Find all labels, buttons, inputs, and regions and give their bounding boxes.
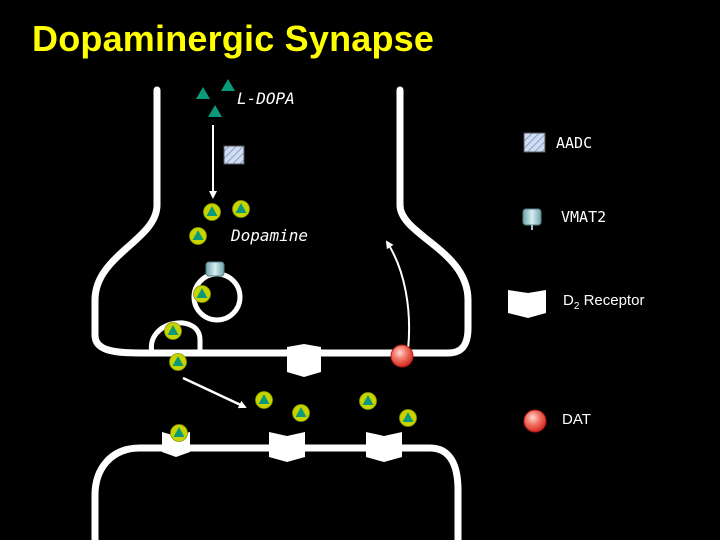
- reuptake-arrow: [385, 240, 411, 351]
- d2-receptor-icon: [287, 344, 321, 377]
- legend-dat-label: DAT: [562, 411, 591, 428]
- dopamine-molecule-icon: [232, 200, 250, 218]
- dopamine-molecule-icon: [203, 203, 221, 221]
- legend-d2-rest: Receptor: [579, 292, 644, 309]
- legend-aadc-label: AADC: [556, 134, 592, 152]
- legend-aadc-icon: [523, 132, 546, 153]
- ldopa-label: L-DOPA: [237, 89, 295, 108]
- dopamine-molecule-icon: [399, 409, 417, 427]
- legend-vmat2-label: VMAT2: [561, 208, 606, 226]
- dat-transporter-icon: [390, 344, 414, 368]
- page-title: Dopaminergic Synapse: [32, 18, 435, 59]
- dopamine-molecule-icon: [292, 404, 310, 422]
- d2-receptor-icon: [366, 432, 402, 462]
- legend-d2-main: D: [563, 292, 574, 309]
- ldopa-molecule-icon: [196, 87, 210, 99]
- release-arrow: [182, 376, 247, 409]
- dopamine-molecule-icon: [169, 353, 187, 371]
- dopamine-molecule-icon: [193, 285, 211, 303]
- dopamine-molecule-icon: [189, 227, 207, 245]
- ldopa-molecule-icon: [221, 79, 235, 91]
- dopamine-label: Dopamine: [230, 226, 308, 245]
- presynaptic-membrane: [91, 86, 472, 357]
- legend-vmat2-icon: [522, 208, 542, 226]
- postsynaptic-membrane: [91, 444, 462, 540]
- dopamine-molecule-icon: [164, 322, 182, 340]
- legend-dat-icon: [523, 409, 547, 433]
- dopamine-molecule-icon: [359, 392, 377, 410]
- aadc-enzyme-icon: [223, 145, 245, 165]
- ldopa-molecule-icon: [208, 105, 222, 117]
- vmat2-transporter-icon: [205, 261, 225, 277]
- d2-receptor-icon: [269, 432, 305, 462]
- legend-d2-receptor-icon: [508, 290, 546, 318]
- legend-d2-label: D2 Receptor: [563, 292, 644, 312]
- dopamine-molecule-icon: [255, 391, 273, 409]
- dopamine-molecule-icon: [170, 424, 188, 442]
- legend-d2-subscript: 2: [574, 301, 580, 312]
